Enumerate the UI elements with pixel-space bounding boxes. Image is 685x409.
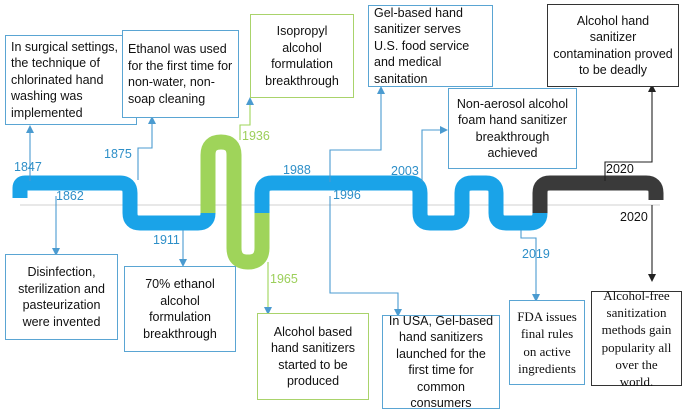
year-label-1988: 1988 <box>283 163 311 177</box>
connector-1936 <box>239 97 254 140</box>
year-label-2020-top: 2020 <box>606 162 634 176</box>
timeline-band-blue-1 <box>12 175 216 231</box>
event-text-2020-contamination: Alcohol hand sanitizer contamination pro… <box>553 13 673 78</box>
event-text-1996: In USA, Gel-based hand sanitizers launch… <box>388 313 494 409</box>
year-label-2020-bottom: 2020 <box>620 210 648 224</box>
event-text-2003: Non-aerosol alcohol foam hand sanitizer … <box>456 96 569 161</box>
connector-1875 <box>137 116 156 180</box>
year-label-1965: 1965 <box>270 272 298 286</box>
event-box-2019: FDA issues final rules on active ingredi… <box>509 300 585 385</box>
connector-lines <box>26 86 540 317</box>
event-text-2019: FDA issues final rules on active ingredi… <box>517 309 577 376</box>
event-text-1875: Ethanol was used for the first time for … <box>128 42 233 106</box>
event-box-1996: In USA, Gel-based hand sanitizers launch… <box>382 313 500 409</box>
event-text-1988: Gel-based hand sanitizer serves U.S. foo… <box>374 5 470 86</box>
event-box-1911: 70% ethanol alcohol formulation breakthr… <box>124 266 236 352</box>
event-text-1911: 70% ethanol alcohol formulation breakthr… <box>143 277 217 341</box>
event-text-2020-alcohol-free: Alcohol-free sanitization methods gain p… <box>601 288 672 389</box>
year-label-1847: 1847 <box>14 160 42 174</box>
event-box-1988: Gel-based hand sanitizer serves U.S. foo… <box>368 5 493 87</box>
connector-2003 <box>421 126 448 182</box>
event-box-1875: Ethanol was used for the first time for … <box>122 30 239 118</box>
year-label-2019: 2019 <box>522 247 550 261</box>
year-label-1875: 1875 <box>104 147 132 161</box>
connector-1988 <box>329 86 385 182</box>
year-label-1911: 1911 <box>153 233 180 247</box>
event-text-1862: Disinfection, sterilization and pasteuri… <box>18 265 105 329</box>
event-box-1936: Isopropyl alcohol formulation breakthrou… <box>250 14 354 98</box>
event-text-1847: In surgical settings, the technique of c… <box>11 39 118 120</box>
connector-1996 <box>329 196 402 317</box>
event-box-2003: Non-aerosol alcohol foam hand sanitizer … <box>448 88 577 169</box>
year-label-1996: 1996 <box>333 188 361 202</box>
year-label-1936: 1936 <box>242 129 270 143</box>
event-box-1862: Disinfection, sterilization and pasteuri… <box>5 254 118 340</box>
timeline-band-dark <box>532 175 664 213</box>
timeline-band-blue-2 <box>254 175 548 231</box>
timeline-band-green-loop <box>200 134 270 270</box>
year-label-2003: 2003 <box>391 164 419 178</box>
event-box-2020-contamination: Alcohol hand sanitizer contamination pro… <box>547 4 679 87</box>
event-box-1847: In surgical settings, the technique of c… <box>5 35 137 125</box>
event-text-1965: Alcohol based hand sanitizers started to… <box>270 324 356 389</box>
event-text-1936: Isopropyl alcohol formulation breakthrou… <box>265 24 339 88</box>
connector-2020a <box>604 84 656 181</box>
connector-2019 <box>520 230 540 302</box>
event-box-2020-alcohol-free: Alcohol-free sanitization methods gain p… <box>591 288 682 389</box>
year-label-1862: 1862 <box>56 189 84 203</box>
event-box-1965: Alcohol based hand sanitizers started to… <box>257 313 369 400</box>
